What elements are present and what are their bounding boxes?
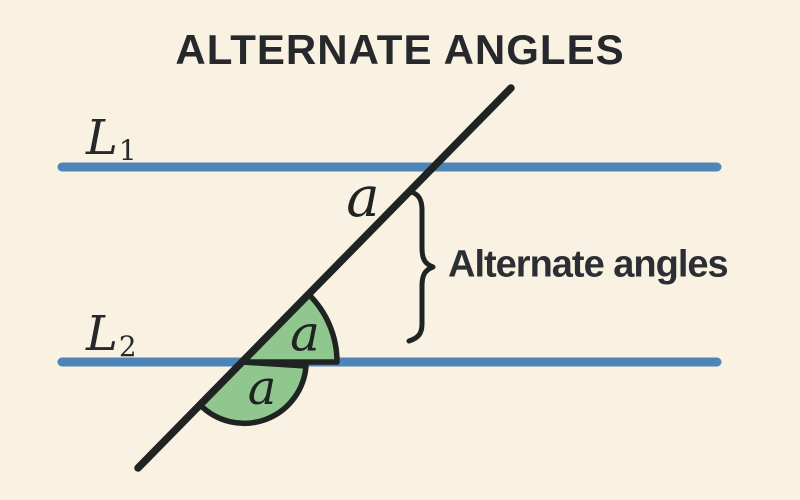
line-l1-letter: L: [86, 110, 118, 166]
angle-label-below-l2: a: [247, 359, 277, 416]
angle-label-above-l2: a: [290, 304, 320, 363]
alternate-angles-annotation: Alternate angles: [448, 243, 729, 286]
line-l2-subscript: 2: [118, 330, 137, 364]
line-label-l2: L2: [86, 310, 137, 361]
line-label-l1: L1: [86, 114, 137, 165]
line-l2-letter: L: [86, 306, 118, 362]
line-l1-subscript: 1: [118, 134, 137, 168]
curly-brace: [406, 189, 436, 344]
transversal-line: [134, 84, 515, 472]
diagram-title: ALTERNATE ANGLES: [175, 26, 625, 73]
angle-label-transversal: a: [346, 164, 380, 230]
angle-sector-below-l2: [197, 359, 309, 427]
